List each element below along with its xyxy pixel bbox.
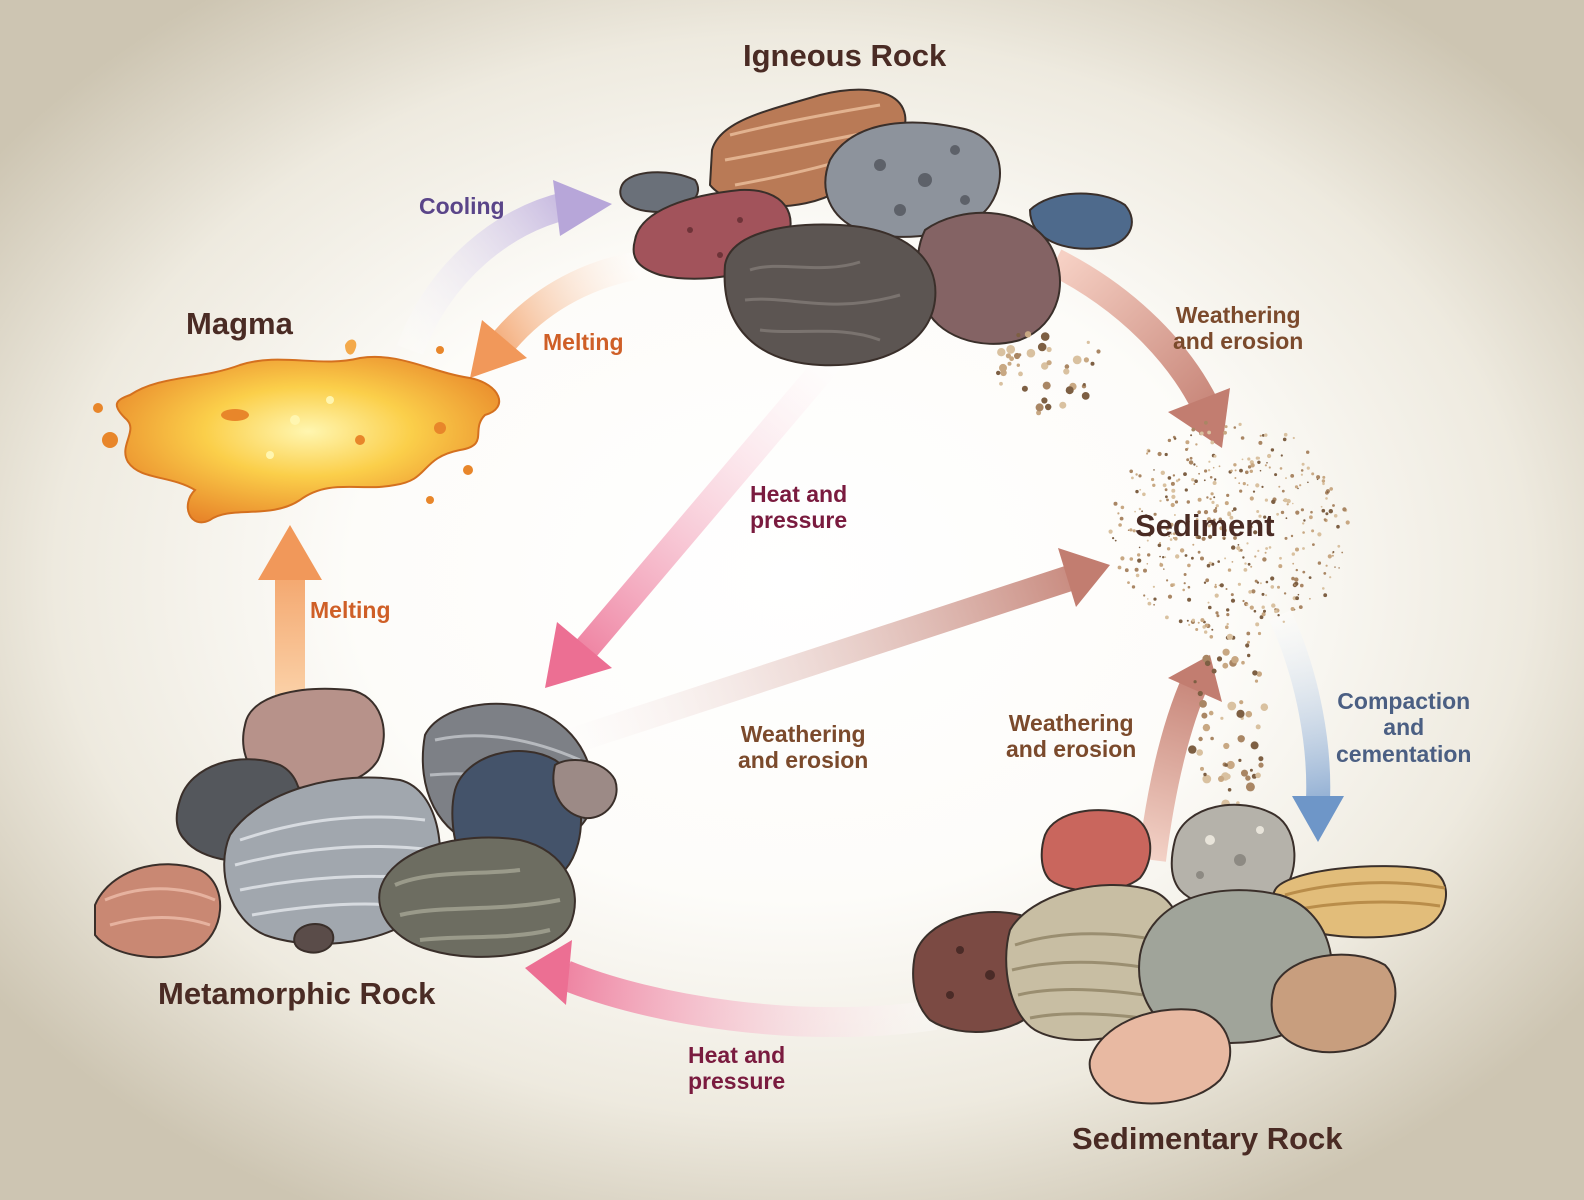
magma-title: Magma xyxy=(186,306,293,341)
weathering-igneous-line2: and erosion xyxy=(1173,328,1304,355)
arrow-weathering-metamorphic xyxy=(555,548,1110,758)
arrow-compaction xyxy=(1269,609,1344,842)
sediment-particles-icon xyxy=(996,331,1350,809)
compaction-line3: cementation xyxy=(1336,740,1472,767)
arrow-weathering-sedimentary xyxy=(1138,655,1222,862)
cooling-label: Cooling xyxy=(419,193,505,219)
weathering-metamorphic-label: Weathering and erosion xyxy=(738,721,868,774)
heat-pressure-bottom-label: Heat and pressure xyxy=(688,1042,785,1095)
magma-splash-icon xyxy=(93,339,501,524)
arrow-heat-pressure-diagonal xyxy=(545,346,845,688)
melting-metamorphic-label: Melting xyxy=(310,597,391,623)
heat-pressure-diagonal-line1: Heat and xyxy=(750,481,848,507)
sedimentary-rock-title: Sedimentary Rock xyxy=(1072,1121,1343,1156)
arrow-melting-metamorphic xyxy=(258,525,322,705)
heat-pressure-bottom-line1: Heat and xyxy=(688,1042,786,1068)
weathering-metamorphic-line1: Weathering xyxy=(740,721,866,747)
weathering-igneous-label: Weathering and erosion xyxy=(1173,302,1303,355)
weathering-sedimentary-line2: and erosion xyxy=(1006,736,1137,763)
arrow-heat-pressure-bottom xyxy=(525,940,938,1038)
melting-igneous-label: Melting xyxy=(543,329,624,355)
compaction-line1: Compaction xyxy=(1337,688,1471,714)
igneous-rock-pile-icon xyxy=(619,88,1133,367)
sediment-title: Sediment xyxy=(1135,508,1275,543)
weathering-metamorphic-line2: and erosion xyxy=(738,747,869,774)
compaction-line2: and xyxy=(1383,714,1425,741)
heat-pressure-diagonal-label: Heat and pressure xyxy=(750,481,847,534)
compaction-label: Compaction and cementation xyxy=(1336,688,1471,767)
igneous-rock-title: Igneous Rock xyxy=(743,38,947,73)
sedimentary-rock-pile-icon xyxy=(912,803,1447,1105)
arrow-melting-igneous xyxy=(470,251,643,378)
arrow-cooling xyxy=(396,180,612,356)
weathering-sedimentary-label: Weathering and erosion xyxy=(1006,710,1136,763)
metamorphic-rock-title: Metamorphic Rock xyxy=(158,976,436,1011)
weathering-igneous-line1: Weathering xyxy=(1175,302,1301,328)
arrow-weathering-igneous xyxy=(1048,249,1230,448)
heat-pressure-bottom-line2: pressure xyxy=(688,1068,786,1095)
heat-pressure-diagonal-line2: pressure xyxy=(750,507,848,534)
metamorphic-rock-pile-icon xyxy=(94,687,618,959)
weathering-sedimentary-line1: Weathering xyxy=(1008,710,1134,736)
